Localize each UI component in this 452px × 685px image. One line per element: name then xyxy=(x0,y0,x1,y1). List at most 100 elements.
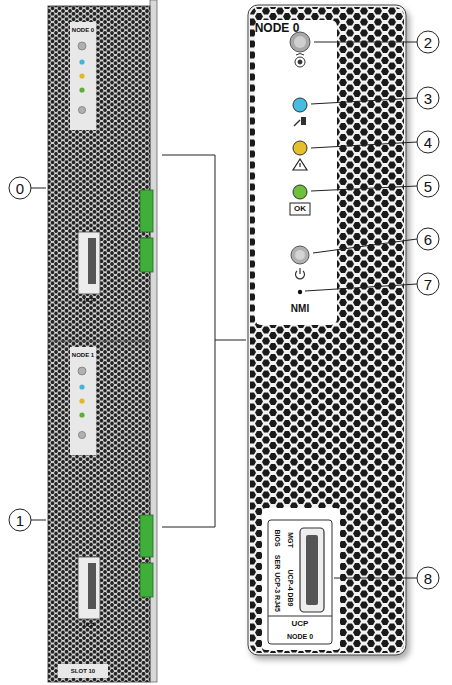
ok-led xyxy=(79,412,84,417)
ok-icon-box xyxy=(290,203,310,215)
fault-led xyxy=(79,398,84,403)
leader-line xyxy=(314,42,417,43)
icon-triangle xyxy=(293,159,307,170)
label-holder: UCP-4 DB9 xyxy=(287,570,294,607)
port-divider xyxy=(268,616,332,617)
node-divider xyxy=(48,340,150,341)
locator-button xyxy=(78,42,86,50)
callout-circle xyxy=(417,31,439,53)
leader-line xyxy=(311,186,417,191)
callout-number: 5 xyxy=(424,179,432,194)
callout-number: 1 xyxy=(16,513,24,528)
label-holder: NMI xyxy=(291,304,309,314)
vent-pattern xyxy=(250,7,404,653)
leader-line xyxy=(334,578,417,579)
service-led xyxy=(79,384,84,389)
label-holder: UCP xyxy=(84,623,95,628)
label-holder: BIOS xyxy=(274,529,281,546)
ok-led xyxy=(293,185,307,199)
icon-wave xyxy=(296,54,304,56)
icon-mark xyxy=(299,163,300,167)
ucp-port xyxy=(78,232,100,294)
vent-pattern xyxy=(48,6,150,682)
leader-line xyxy=(311,142,417,148)
node-label: NODE 0 xyxy=(72,27,94,33)
port-pin-label: MGT xyxy=(287,532,294,548)
green-latch xyxy=(140,563,153,597)
service-led xyxy=(79,59,84,64)
locator-button xyxy=(78,367,86,375)
power-button xyxy=(291,246,309,264)
label-holder: NODE 0 xyxy=(255,22,300,34)
ucp-slot xyxy=(306,535,318,605)
control-strip xyxy=(70,22,96,130)
service-icon xyxy=(294,117,306,126)
ok-icon-text: OK xyxy=(294,205,306,213)
port-ground xyxy=(262,508,340,650)
ucp-port xyxy=(78,557,100,619)
callout-circle xyxy=(417,567,439,589)
label-holder: 4 xyxy=(424,135,432,150)
control-strip xyxy=(70,347,96,455)
panel-face xyxy=(248,5,406,655)
label-holder: NODE 0 xyxy=(72,27,94,33)
label-holder: UCP xyxy=(84,298,95,303)
ucp-connector xyxy=(300,528,324,612)
green-latch xyxy=(140,190,153,232)
label-holder: 6 xyxy=(424,232,432,247)
leader-line xyxy=(305,284,417,291)
label-holder: MGT xyxy=(287,532,294,548)
blade-panel xyxy=(48,0,157,682)
callout-number: 8 xyxy=(424,571,432,586)
node-label: NODE 1 xyxy=(72,352,94,358)
port-pin-label: UCP-3 RJ45 xyxy=(274,572,281,612)
blade-face xyxy=(48,6,150,682)
green-latch xyxy=(140,515,153,557)
port-pin-label: BIOS xyxy=(274,529,281,546)
icon-box xyxy=(301,117,306,125)
icon-bar xyxy=(299,268,300,274)
label-holder: 7 xyxy=(424,277,432,292)
ucp-slot xyxy=(88,563,96,609)
locator-icon xyxy=(295,54,305,68)
port-label: NODE 0 xyxy=(287,633,313,640)
label-holder: 3 xyxy=(424,91,432,106)
locator-button xyxy=(290,32,310,52)
button-cap xyxy=(295,250,305,260)
nmi-pinhole xyxy=(298,290,302,294)
slot-label: SLOT 10 xyxy=(71,668,95,674)
leader-line xyxy=(31,188,46,189)
icon-dot xyxy=(298,60,302,64)
green-latch xyxy=(140,238,153,272)
zoom-bracket xyxy=(162,155,246,527)
callout-number: 2 xyxy=(424,35,432,50)
label-holder: SLOT 10 xyxy=(71,668,95,674)
label-holder: 0 xyxy=(16,181,24,196)
power-button xyxy=(78,106,85,113)
callout-circle xyxy=(9,177,31,199)
port-label: UCP xyxy=(292,620,309,628)
fault-led xyxy=(79,73,84,78)
ucp-slot xyxy=(88,238,96,284)
callout-circle xyxy=(417,175,439,197)
port-pin-label: UCP-4 DB9 xyxy=(287,570,294,607)
power-icon xyxy=(296,268,305,279)
icon-tool xyxy=(294,120,300,126)
bracket-line xyxy=(162,155,215,527)
bracket-line xyxy=(215,340,246,341)
port-label: UCP xyxy=(84,298,95,303)
warning-icon xyxy=(293,159,307,170)
callout-number: 4 xyxy=(424,135,432,150)
label-holder: 5 xyxy=(424,179,432,194)
callout-number: 6 xyxy=(424,232,432,247)
label-holder: 2 xyxy=(424,35,432,50)
port-label: UCP xyxy=(84,623,95,628)
label-holder: UCP-3 RJ45 xyxy=(274,572,281,612)
button-cap xyxy=(294,36,306,48)
node-panel xyxy=(248,5,406,655)
service-led xyxy=(293,98,307,112)
leader-line xyxy=(31,520,46,521)
label-holder: UCP xyxy=(292,620,309,628)
